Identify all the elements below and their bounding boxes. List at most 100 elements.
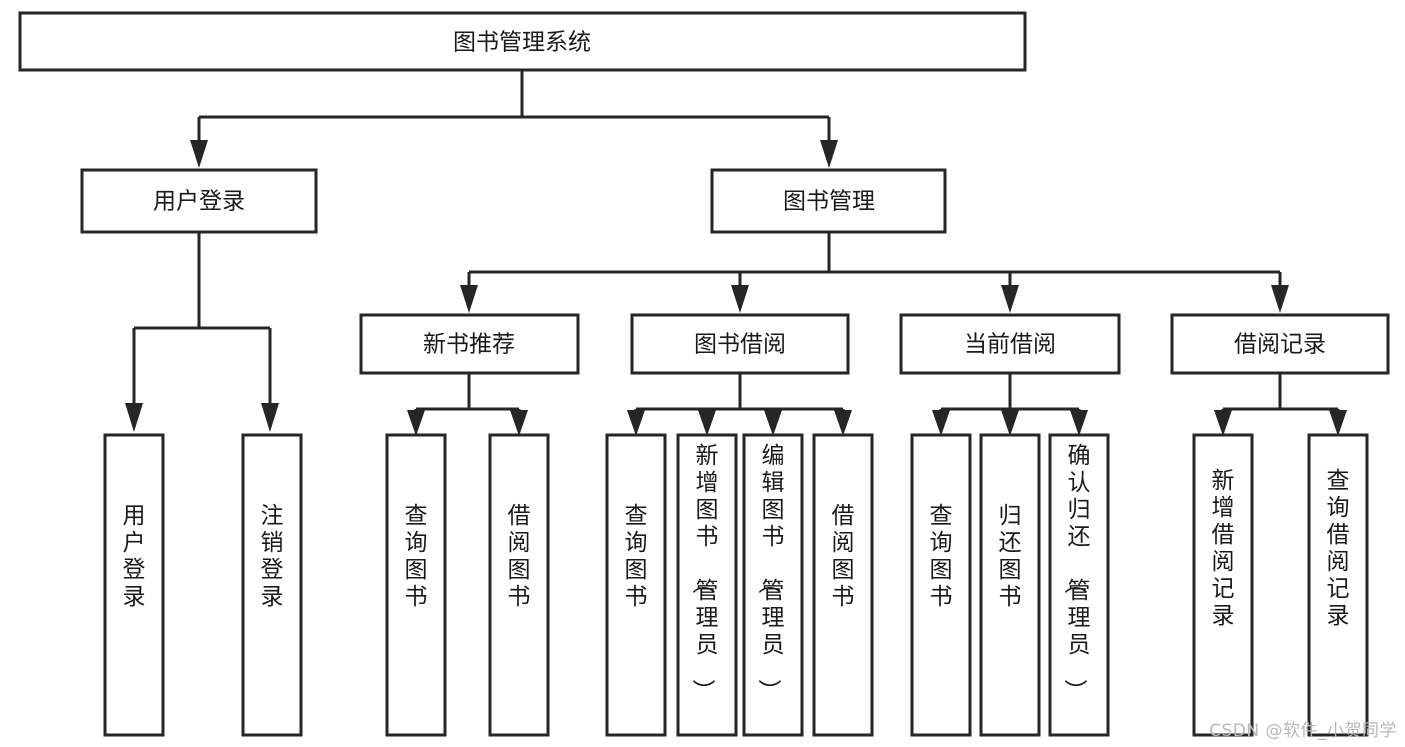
node-leaf-user-login-box[interactable] bbox=[103, 433, 165, 737]
node-leaf-query-book-3[interactable]: 查询图书 bbox=[910, 433, 972, 737]
arrowhead-leaf-query-book-2 bbox=[627, 410, 645, 436]
node-leaf-query-book-1-box[interactable] bbox=[385, 433, 447, 737]
vertical-char: 阅 bbox=[1327, 549, 1350, 575]
arrowhead-leaf-user-login bbox=[125, 403, 143, 432]
vertical-char: 询 bbox=[625, 530, 648, 556]
node-leaf-edit-book-box[interactable] bbox=[742, 433, 804, 737]
vertical-char: 管 bbox=[1068, 578, 1091, 604]
node-leaf-borrow-book-1[interactable]: 借阅图书 bbox=[488, 433, 550, 737]
node-leaf-query-book-3-box[interactable] bbox=[910, 433, 972, 737]
vertical-char: 理 bbox=[696, 605, 719, 631]
node-leaf-query-book-3-label: 查询图书 bbox=[930, 503, 953, 610]
vertical-char: 书 bbox=[999, 584, 1022, 610]
node-book-borrow-label: 图书借阅 bbox=[694, 332, 786, 358]
vertical-char: 新 bbox=[696, 443, 719, 469]
vertical-char: 图 bbox=[625, 557, 648, 583]
vertical-char: 增 bbox=[1212, 495, 1235, 521]
node-leaf-confirm-return-box[interactable] bbox=[1048, 433, 1110, 737]
node-root[interactable]: 图书管理系统 bbox=[18, 11, 1027, 72]
node-current-borrow-box[interactable] bbox=[899, 313, 1121, 375]
vertical-char: （ bbox=[756, 571, 782, 594]
node-leaf-add-book-label: 新增图书（管理员） bbox=[690, 443, 719, 702]
node-new-book-recommend-box[interactable] bbox=[359, 313, 580, 375]
node-leaf-query-book-2-box[interactable] bbox=[605, 433, 667, 737]
node-current-borrow[interactable]: 当前借阅 bbox=[899, 313, 1121, 375]
node-leaf-logout-login-box[interactable] bbox=[241, 433, 303, 737]
arrowhead-book-management bbox=[820, 140, 838, 168]
vertical-char: 录 bbox=[1327, 603, 1350, 629]
vertical-char: 图 bbox=[832, 557, 855, 583]
arrowhead-leaf-return-book bbox=[1001, 410, 1019, 436]
node-leaf-logout-login[interactable]: 注销登录 bbox=[241, 433, 303, 737]
vertical-char: 借 bbox=[1327, 522, 1350, 548]
vertical-char: ） bbox=[1062, 679, 1088, 702]
node-leaf-return-book-box[interactable] bbox=[979, 433, 1041, 737]
node-leaf-query-record-label: 查询借阅记录 bbox=[1327, 468, 1350, 629]
node-new-book-recommend-label: 新书推荐 bbox=[423, 332, 515, 358]
node-leaf-query-book-1-label: 查询图书 bbox=[405, 503, 428, 610]
vertical-char: 注 bbox=[261, 503, 284, 529]
node-leaf-user-login-label: 用户登录 bbox=[123, 503, 146, 610]
node-leaf-logout-login-label: 注销登录 bbox=[261, 503, 284, 610]
node-root-label: 图书管理系统 bbox=[453, 30, 591, 56]
node-user-login[interactable]: 用户登录 bbox=[80, 168, 318, 234]
arrowhead-leaf-add-record bbox=[1214, 410, 1232, 436]
node-leaf-edit-book[interactable]: 编辑图书（管理员） bbox=[742, 433, 804, 737]
vertical-char: 书 bbox=[508, 584, 531, 610]
vertical-char: 理 bbox=[1068, 605, 1091, 631]
arrowhead-book-borrow bbox=[731, 285, 749, 313]
vertical-char: 管 bbox=[696, 578, 719, 604]
vertical-char: ） bbox=[756, 679, 782, 702]
vertical-char: 查 bbox=[930, 503, 953, 529]
node-leaf-add-record[interactable]: 新增借阅记录 bbox=[1192, 433, 1254, 737]
node-leaf-borrow-book-2[interactable]: 借阅图书 bbox=[812, 433, 874, 737]
node-borrow-record[interactable]: 借阅记录 bbox=[1170, 313, 1390, 375]
node-leaf-borrow-book-2-box[interactable] bbox=[812, 433, 874, 737]
node-leaf-add-book[interactable]: 新增图书（管理员） bbox=[676, 433, 738, 737]
node-book-management[interactable]: 图书管理 bbox=[710, 168, 947, 234]
vertical-char: 销 bbox=[261, 530, 284, 556]
vertical-char: 书 bbox=[405, 584, 428, 610]
vertical-char: 录 bbox=[261, 584, 284, 610]
vertical-char: 管 bbox=[762, 578, 785, 604]
vertical-char: 员 bbox=[696, 632, 719, 658]
node-book-management-label: 图书管理 bbox=[783, 189, 875, 215]
node-leaf-query-record[interactable]: 查询借阅记录 bbox=[1307, 433, 1369, 737]
vertical-char: 图 bbox=[762, 497, 785, 523]
node-leaf-add-record-label: 新增借阅记录 bbox=[1212, 468, 1235, 629]
vertical-char: （ bbox=[690, 571, 716, 594]
node-borrow-record-box[interactable] bbox=[1170, 313, 1390, 375]
node-root-box[interactable] bbox=[18, 11, 1027, 72]
node-leaf-borrow-book-1-box[interactable] bbox=[488, 433, 550, 737]
vertical-char: 查 bbox=[625, 503, 648, 529]
node-book-borrow[interactable]: 图书借阅 bbox=[630, 313, 850, 375]
arrowhead-leaf-query-book-3 bbox=[932, 410, 950, 436]
vertical-char: ） bbox=[690, 679, 716, 702]
node-leaf-add-book-box[interactable] bbox=[676, 433, 738, 737]
vertical-char: 借 bbox=[832, 503, 855, 529]
vertical-char: 归 bbox=[999, 503, 1022, 529]
node-leaf-query-book-1[interactable]: 查询图书 bbox=[385, 433, 447, 737]
node-leaf-query-book-2[interactable]: 查询图书 bbox=[605, 433, 667, 737]
node-leaf-query-record-box[interactable] bbox=[1307, 433, 1369, 737]
node-book-borrow-box[interactable] bbox=[630, 313, 850, 375]
vertical-char: 书 bbox=[832, 584, 855, 610]
vertical-char: 书 bbox=[762, 524, 785, 550]
node-leaf-confirm-return[interactable]: 确认归还（管理员） bbox=[1048, 433, 1110, 737]
node-book-management-box[interactable] bbox=[710, 168, 947, 234]
vertical-char: 图 bbox=[696, 497, 719, 523]
arrowhead-leaf-query-record bbox=[1329, 410, 1347, 436]
node-leaf-query-book-2-label: 查询图书 bbox=[625, 503, 648, 610]
node-leaf-return-book[interactable]: 归还图书 bbox=[979, 433, 1041, 737]
vertical-char: 录 bbox=[123, 584, 146, 610]
node-user-login-box[interactable] bbox=[80, 168, 318, 234]
node-leaf-add-record-box[interactable] bbox=[1192, 433, 1254, 737]
vertical-char: 询 bbox=[930, 530, 953, 556]
node-new-book-recommend[interactable]: 新书推荐 bbox=[359, 313, 580, 375]
node-current-borrow-label: 当前借阅 bbox=[964, 332, 1056, 358]
vertical-char: 增 bbox=[696, 470, 719, 496]
vertical-char: 图 bbox=[930, 557, 953, 583]
node-leaf-user-login[interactable]: 用户登录 bbox=[103, 433, 165, 737]
